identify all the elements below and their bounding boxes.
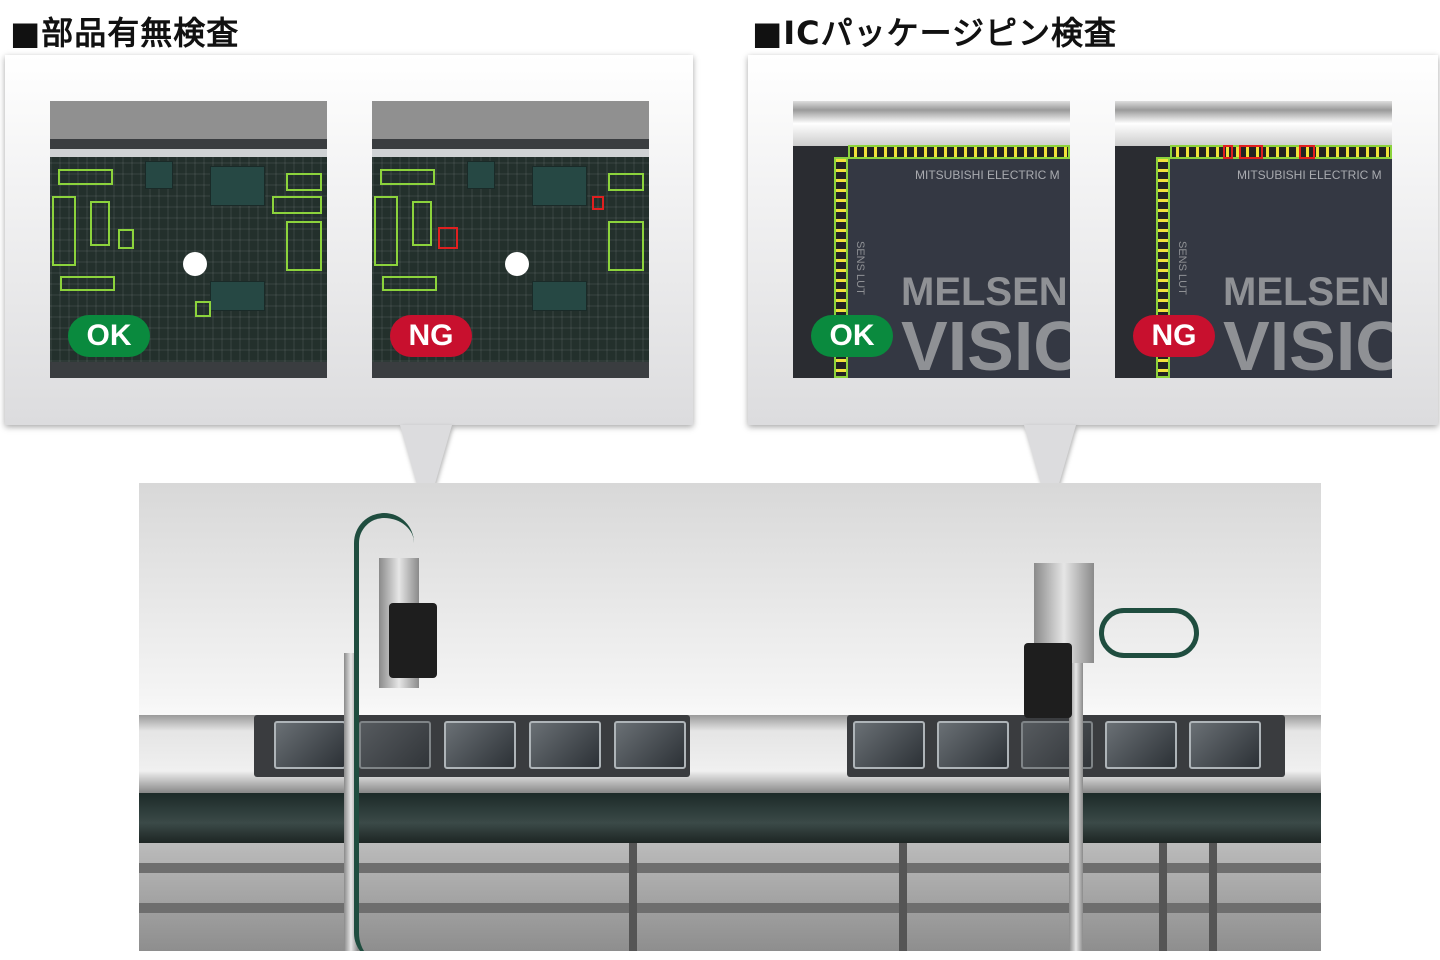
missing-component-box	[592, 196, 604, 210]
chip-maker-text: MITSUBISHI ELECTRIC M	[1237, 168, 1382, 182]
ic-image-ng: MITSUBISHI ELECTRIC M SENS LUT MELSEN VI…	[1115, 101, 1392, 378]
cable-right	[1099, 608, 1199, 658]
chip-brand-text-large: VISIC	[901, 315, 1070, 378]
bent-pin-box	[1299, 145, 1315, 159]
bent-pin-box	[1239, 145, 1263, 159]
vision-sensor-left	[389, 603, 437, 678]
vision-sensor-right	[1024, 643, 1072, 718]
camera-stand-right	[1069, 643, 1083, 951]
reference-marker	[505, 252, 529, 276]
chip-brand-text: MELSEN	[901, 271, 1068, 313]
tray-left	[254, 715, 690, 777]
ng-badge: NG	[390, 315, 472, 357]
chip-brand-text: MELSEN	[1223, 271, 1390, 313]
ok-badge: OK	[68, 315, 150, 357]
ng-badge: NG	[1133, 315, 1215, 357]
ok-badge: OK	[811, 315, 893, 357]
pcb-image-ng: NG	[372, 101, 649, 378]
chip-maker-text: MITSUBISHI ELECTRIC M	[915, 168, 1060, 182]
reference-marker	[183, 252, 207, 276]
tray-right	[847, 715, 1285, 777]
section-title-component-presence: ■部品有無検査	[10, 14, 240, 52]
section-title-ic-pin-inspection: ■ICパッケージピン検査	[752, 14, 1117, 52]
cable-left	[354, 513, 414, 951]
chip-side-text: SENS LUT	[854, 241, 866, 295]
chip-brand-text-large: VISIC	[1223, 315, 1392, 378]
missing-component-box	[438, 227, 458, 249]
chip-side-text: SENS LUT	[1176, 241, 1188, 295]
ic-image-ok: MITSUBISHI ELECTRIC M SENS LUT MELSEN VI…	[793, 101, 1070, 378]
pcb-image-ok: OK	[50, 101, 327, 378]
conveyor-scene	[139, 483, 1321, 951]
bent-pin-box	[1223, 145, 1233, 159]
